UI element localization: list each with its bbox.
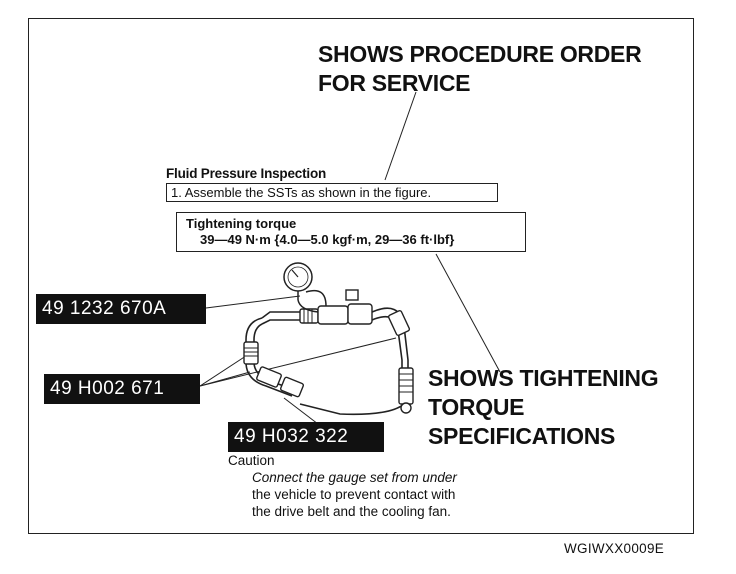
leader-torque	[435, 253, 501, 373]
leader-part2c	[199, 371, 251, 387]
torque-spec: 39—49 N·m {4.0—5.0 kgf·m, 29—36 ft·lbf}	[200, 232, 455, 247]
coupler-left-lower	[256, 366, 282, 388]
coupler-bottom	[280, 376, 304, 398]
figure-frame	[28, 18, 694, 534]
part-label-2: 49 H002 671	[44, 374, 200, 404]
torque-title: Tightening torque	[186, 216, 297, 231]
torque-spec-box: Tightening torque 39—49 N·m {4.0—5.0 kgf…	[176, 212, 526, 252]
callout-torque-line2: TORQUE	[428, 394, 525, 420]
part-label-1: 49 1232 670A	[36, 294, 206, 324]
coupler-right-top	[387, 310, 411, 336]
procedure-title: Fluid Pressure Inspection	[166, 166, 327, 181]
pressure-gauge-icon	[283, 262, 327, 313]
leader-part3	[283, 397, 319, 425]
caution-line-1: Connect the gauge set from under	[252, 470, 457, 485]
caution-title: Caution	[228, 453, 275, 468]
callout-torque-line1: SHOWS TIGHTENING	[428, 365, 659, 391]
end-plug	[400, 402, 412, 414]
valve-body	[347, 303, 373, 325]
procedure-step-1: 1. Assemble the SSTs as shown in the fig…	[166, 183, 498, 202]
figure-code: WGIWXX0009E	[564, 541, 665, 556]
coupler-left-vertical	[243, 341, 259, 365]
caution-line-3: the drive belt and the cooling fan.	[252, 504, 451, 519]
leader-part1	[205, 295, 301, 309]
callout-procedure-order: SHOWS PROCEDURE ORDER FOR SERVICE	[318, 40, 642, 98]
part-label-3: 49 H032 322	[228, 422, 384, 452]
callout-torque-line3: SPECIFICATIONS	[428, 423, 616, 449]
callout-tightening-torque: SHOWS TIGHTENING TORQUE SPECIFICATIONS	[428, 364, 659, 451]
leader-procedure	[384, 91, 417, 181]
callout-procedure-line1: SHOWS PROCEDURE ORDER	[318, 41, 642, 67]
callout-procedure-line2: FOR SERVICE	[318, 70, 471, 96]
caution-line-2: the vehicle to prevent contact with	[252, 487, 456, 502]
tee-body	[317, 305, 349, 325]
leader-part2b	[199, 337, 397, 387]
valve-knob	[345, 289, 359, 301]
fittings	[243, 289, 414, 414]
caution-note: Caution Connect the gauge set from under…	[228, 452, 457, 520]
